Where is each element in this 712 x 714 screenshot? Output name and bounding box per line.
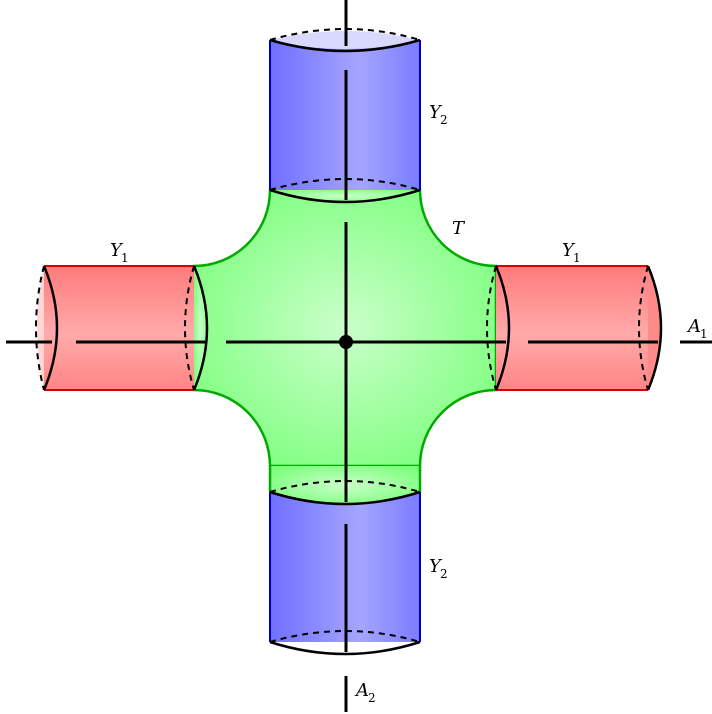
label-a1-main: A (686, 316, 701, 337)
label-a1: A 1 (686, 316, 708, 341)
label-y2-bottom-sub: 2 (440, 567, 448, 581)
label-y2-bottom-main: Y (429, 556, 443, 577)
label-y1-right-sub: 1 (573, 251, 581, 265)
center-point (339, 335, 353, 349)
label-y1-right-main: Y (562, 240, 576, 261)
label-y1-left: Y 1 (110, 240, 129, 265)
label-a1-sub: 1 (700, 327, 708, 341)
label-a2: A 2 (354, 680, 376, 705)
label-y1-left-sub: 1 (121, 251, 129, 265)
label-y1-right: Y 1 (562, 240, 581, 265)
label-y2-bottom: Y 2 (429, 556, 448, 581)
right-cylinder-y1 (486, 265, 663, 391)
left-cylinder-y1 (35, 265, 209, 391)
label-y2-top-sub: 2 (440, 113, 448, 127)
label-y2-top-main: Y (429, 102, 443, 123)
label-y2-top: Y 2 (429, 102, 448, 127)
label-a2-main: A (354, 680, 369, 701)
label-t: T (452, 218, 466, 239)
label-a2-sub: 2 (368, 691, 376, 705)
label-y1-left-main: Y (110, 240, 124, 261)
